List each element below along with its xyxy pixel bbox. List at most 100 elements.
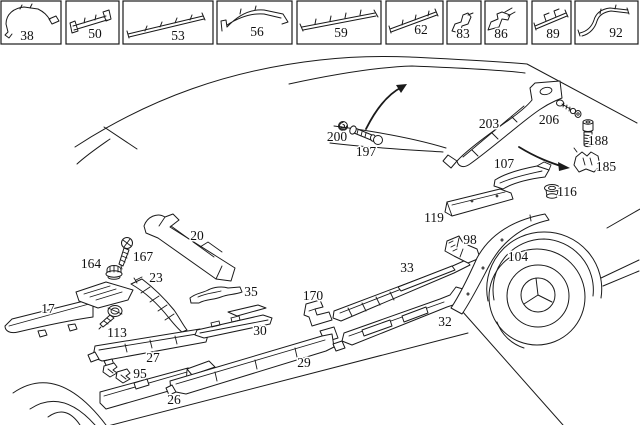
part-label-197[interactable]: 197 bbox=[354, 143, 378, 161]
bracket-part-icon bbox=[487, 7, 516, 31]
part-label-29[interactable]: 29 bbox=[296, 354, 313, 372]
rivet-dot bbox=[481, 266, 485, 270]
inset-panels bbox=[361, 306, 429, 337]
detail bbox=[8, 303, 90, 327]
part-platform-shape bbox=[75, 281, 134, 309]
arrow-up-icon bbox=[365, 86, 403, 130]
part-label-185[interactable]: 185 bbox=[594, 158, 618, 176]
part-label-170[interactable]: 170 bbox=[301, 287, 325, 305]
detail bbox=[158, 216, 223, 280]
outline bbox=[189, 286, 243, 304]
rail-part-icon bbox=[533, 8, 569, 31]
thumb-label: 92 bbox=[609, 25, 623, 40]
outline bbox=[303, 299, 333, 327]
part-number-labels: 200 197 203 206 188 185 107 116 119 98 1… bbox=[40, 111, 618, 409]
part-label-35[interactable]: 35 bbox=[243, 283, 260, 301]
body-crease-line bbox=[329, 142, 444, 153]
part-label-113[interactable]: 113 bbox=[106, 324, 129, 342]
cowl-line bbox=[76, 138, 111, 165]
thumb-cell-62[interactable]: 62 bbox=[385, 0, 444, 45]
rear-rim bbox=[506, 264, 570, 328]
rivet-dot bbox=[470, 199, 474, 203]
front-wheel-arches bbox=[12, 382, 107, 425]
screw-icon-167 bbox=[118, 237, 133, 270]
rear-hub bbox=[520, 277, 556, 313]
threads bbox=[120, 251, 129, 270]
part-label-26[interactable]: 26 bbox=[166, 391, 183, 409]
thumb-box bbox=[574, 0, 639, 45]
thumb-cell-59[interactable]: 59 bbox=[296, 0, 382, 45]
part-label-167[interactable]: 167 bbox=[131, 248, 155, 266]
flange bbox=[544, 184, 560, 192]
outline bbox=[456, 80, 563, 168]
thumb-label: 56 bbox=[250, 24, 264, 39]
part-label-119[interactable]: 119 bbox=[423, 209, 446, 227]
detail bbox=[175, 339, 326, 385]
detail bbox=[529, 214, 532, 222]
part-label-32[interactable]: 32 bbox=[437, 313, 454, 331]
cross-slot bbox=[122, 238, 132, 248]
part-label-107[interactable]: 107 bbox=[492, 155, 516, 173]
part-label-116[interactable]: 116 bbox=[556, 183, 579, 201]
part-label-33[interactable]: 33 bbox=[399, 259, 416, 277]
thumb-cell-83[interactable]: 83 bbox=[446, 0, 482, 45]
threads bbox=[583, 134, 593, 143]
clip-tick bbox=[133, 276, 143, 284]
part-119-shape bbox=[444, 188, 514, 217]
part-label-98[interactable]: 98 bbox=[462, 231, 479, 249]
screw-icon-113 bbox=[98, 305, 123, 330]
part-label-164[interactable]: 164 bbox=[79, 255, 103, 273]
thumb-box bbox=[484, 0, 528, 45]
part-label-23[interactable]: 23 bbox=[148, 269, 165, 287]
part-label-188[interactable]: 188 bbox=[586, 132, 610, 150]
part-label-17[interactable]: 17 bbox=[40, 300, 57, 318]
thumb-cell-53[interactable]: 53 bbox=[122, 0, 214, 45]
part-label-200[interactable]: 200 bbox=[325, 128, 349, 146]
thumb-cell-86[interactable]: 86 bbox=[484, 0, 528, 45]
part-35-shape bbox=[189, 286, 243, 304]
detail bbox=[107, 368, 127, 380]
thumb-cell-38[interactable]: 38 bbox=[0, 0, 62, 45]
thumb-box bbox=[296, 0, 382, 45]
part-shapes bbox=[4, 80, 563, 410]
part-label-30[interactable]: 30 bbox=[252, 322, 269, 340]
slot-threads bbox=[98, 307, 123, 330]
cap bbox=[373, 135, 383, 145]
part-33-shape bbox=[332, 259, 471, 322]
thumb-cell-50[interactable]: 50 bbox=[65, 0, 120, 45]
part-label-95[interactable]: 95 bbox=[132, 365, 149, 383]
rear-skirt-line bbox=[461, 310, 564, 425]
part-label-20[interactable]: 20 bbox=[189, 227, 206, 245]
thumb-cell-56[interactable]: 56 bbox=[216, 0, 293, 45]
rib-lines bbox=[83, 285, 123, 301]
part-label-104[interactable]: 104 bbox=[506, 248, 530, 266]
roof-inner-line bbox=[288, 65, 526, 85]
slot bbox=[585, 120, 591, 124]
part-107-shape bbox=[493, 161, 552, 190]
detail bbox=[462, 105, 525, 158]
thumb-cell-89[interactable]: 89 bbox=[531, 0, 572, 45]
rung-lines bbox=[140, 286, 175, 321]
mercedes-star-icon bbox=[523, 277, 553, 305]
part-17-shape bbox=[4, 299, 94, 338]
detail bbox=[448, 237, 464, 258]
part-label-27[interactable]: 27 bbox=[145, 349, 162, 367]
bracket-clip-icon-185 bbox=[573, 147, 601, 173]
rear-fender-arch bbox=[486, 231, 603, 302]
part-label-203[interactable]: 203 bbox=[477, 115, 501, 133]
rivet-dot bbox=[495, 194, 499, 198]
part-label-206[interactable]: 206 bbox=[537, 111, 561, 129]
outline bbox=[444, 188, 514, 217]
thumb-label: 89 bbox=[546, 26, 560, 41]
part-170-shape bbox=[303, 299, 333, 327]
detail bbox=[499, 161, 552, 184]
arrow-down-icon bbox=[518, 146, 565, 168]
rail-part-icon bbox=[388, 8, 439, 34]
clip-a bbox=[102, 362, 118, 378]
thumb-label: 86 bbox=[494, 26, 508, 41]
thumb-cell-92[interactable]: 92 bbox=[574, 0, 639, 45]
part-203-shape bbox=[442, 80, 563, 169]
spiral bbox=[339, 122, 347, 130]
